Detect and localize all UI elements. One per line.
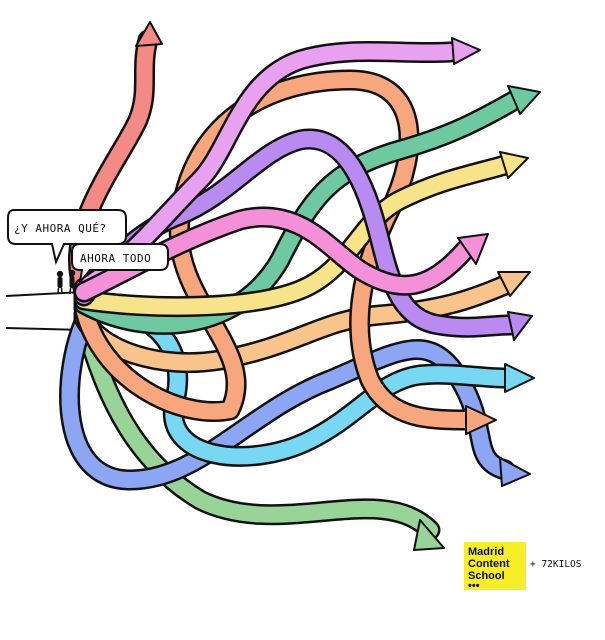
arrow-red-head-icon (135, 21, 163, 47)
arrow-cyan-head-icon (504, 363, 535, 393)
tangled-arrows (59, 21, 541, 551)
logo-line-1: Madrid (468, 546, 504, 558)
arrow-pink-head-icon (457, 233, 489, 265)
bubble-answer-text: AHORA TODO (80, 252, 151, 265)
arrow-orange-body (76, 72, 478, 428)
person-icon (68, 269, 76, 295)
logo-dots: ••• (468, 580, 480, 592)
arrow-leaf-head-icon (413, 519, 445, 551)
arrow-leaf-body (76, 312, 438, 538)
arrow-green-head-icon (507, 85, 541, 115)
logo-background (464, 542, 526, 590)
arrow-blue (59, 311, 531, 491)
arrow-magenta-body (76, 43, 458, 296)
arrow-lilac-head-icon (507, 311, 533, 341)
arrow-leaf (73, 309, 445, 551)
arrow-magenta-head-icon (451, 37, 481, 65)
arrow-green-body (76, 92, 523, 333)
logo-line-3: School (468, 570, 505, 582)
arrow-sand-body (76, 277, 513, 371)
madrid-content-school-logo: Madrid Content School ••• (464, 542, 526, 592)
arrow-magenta (73, 37, 481, 299)
speech-bubble-answer: AHORA TODO (71, 243, 169, 286)
person-icon (56, 270, 64, 295)
partner-label: + 72KILOS (530, 559, 582, 570)
arrow-orange-head-icon (465, 405, 497, 435)
arrow-sand-head-icon (497, 271, 531, 297)
arrow-cyan-body (76, 303, 513, 465)
logo-line-2: Content (468, 558, 510, 570)
arrow-sand (73, 271, 531, 374)
arrow-orange (73, 69, 497, 435)
bubble-question-text: ¿Y AHORA QUÉ? (14, 222, 107, 235)
arrow-green (73, 85, 541, 335)
two-figures (56, 269, 76, 295)
arrow-blue-body (61, 314, 513, 488)
arrow-yellow-head-icon (499, 151, 529, 179)
arrow-cyan (73, 300, 535, 467)
speech-bubble-question: ¿Y AHORA QUÉ? (7, 209, 127, 266)
arrow-blue-head-icon (499, 457, 531, 487)
